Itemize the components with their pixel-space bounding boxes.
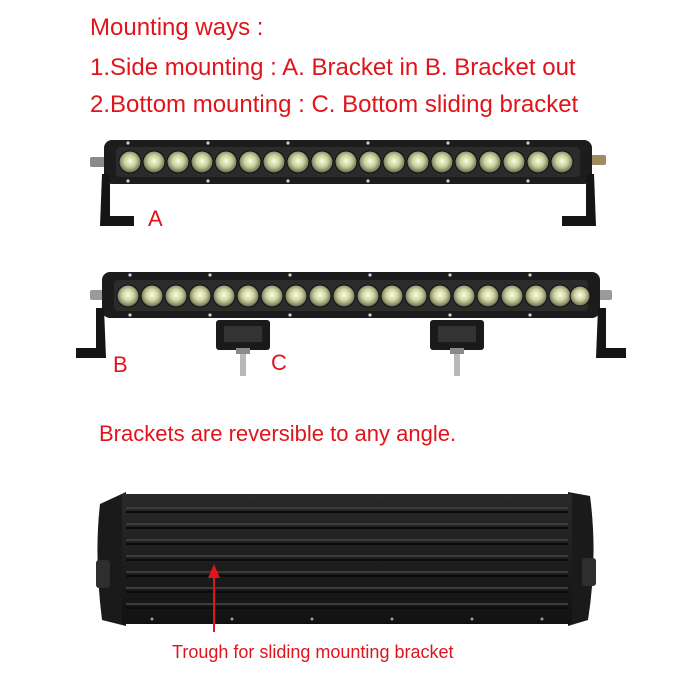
label-b: B	[113, 352, 128, 377]
label-c: C	[271, 350, 287, 375]
label-a: A	[148, 206, 163, 231]
reversible-note: Brackets are reversible to any angle.	[99, 421, 457, 446]
side-mounting-line: 1.Side mounting : A. Bracket in B. Brack…	[90, 54, 576, 81]
light-bar-b-c-photo	[76, 272, 626, 376]
light-bar-a-photo	[90, 140, 606, 226]
bottom-mounting-line: 2.Bottom mounting : C. Bottom sliding br…	[90, 91, 579, 118]
light-bar-back-photo	[96, 492, 596, 632]
trough-caption: Trough for sliding mounting bracket	[172, 642, 454, 662]
heading-mounting-ways: Mounting ways :	[90, 14, 264, 41]
